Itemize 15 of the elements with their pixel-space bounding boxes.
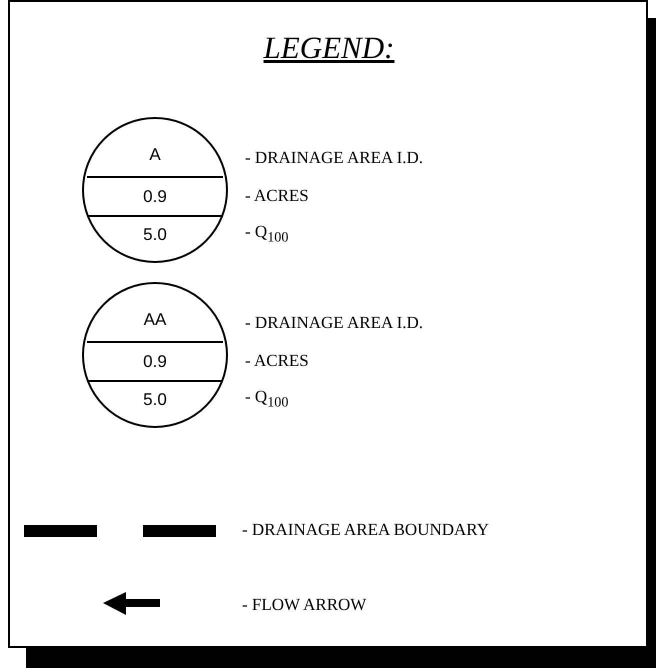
area-id-text: A: [148, 145, 162, 165]
description-text: - ACRES: [245, 186, 309, 206]
description-text: - Q$_{100}$: [245, 387, 288, 412]
legend-text: - FLOW ARROW: [242, 595, 366, 615]
description-text: - Q$_{100}$: [245, 222, 288, 248]
legend-title: LEGEND:: [262, 30, 396, 66]
description-text: - DRAINAGE AREA I.D.: [245, 148, 424, 168]
area-id-text: AA: [142, 310, 168, 330]
legend-text: - DRAINAGE AREA BOUNDARY: [242, 520, 489, 540]
flow-value: 5.0: [142, 225, 168, 245]
flow-value: 5.0: [142, 390, 168, 410]
description-text: - ACRES: [245, 351, 309, 371]
acres-value: 0.9: [142, 187, 168, 207]
description-text: - DRAINAGE AREA I.D.: [245, 313, 424, 333]
acres-value: 0.9: [142, 352, 168, 372]
